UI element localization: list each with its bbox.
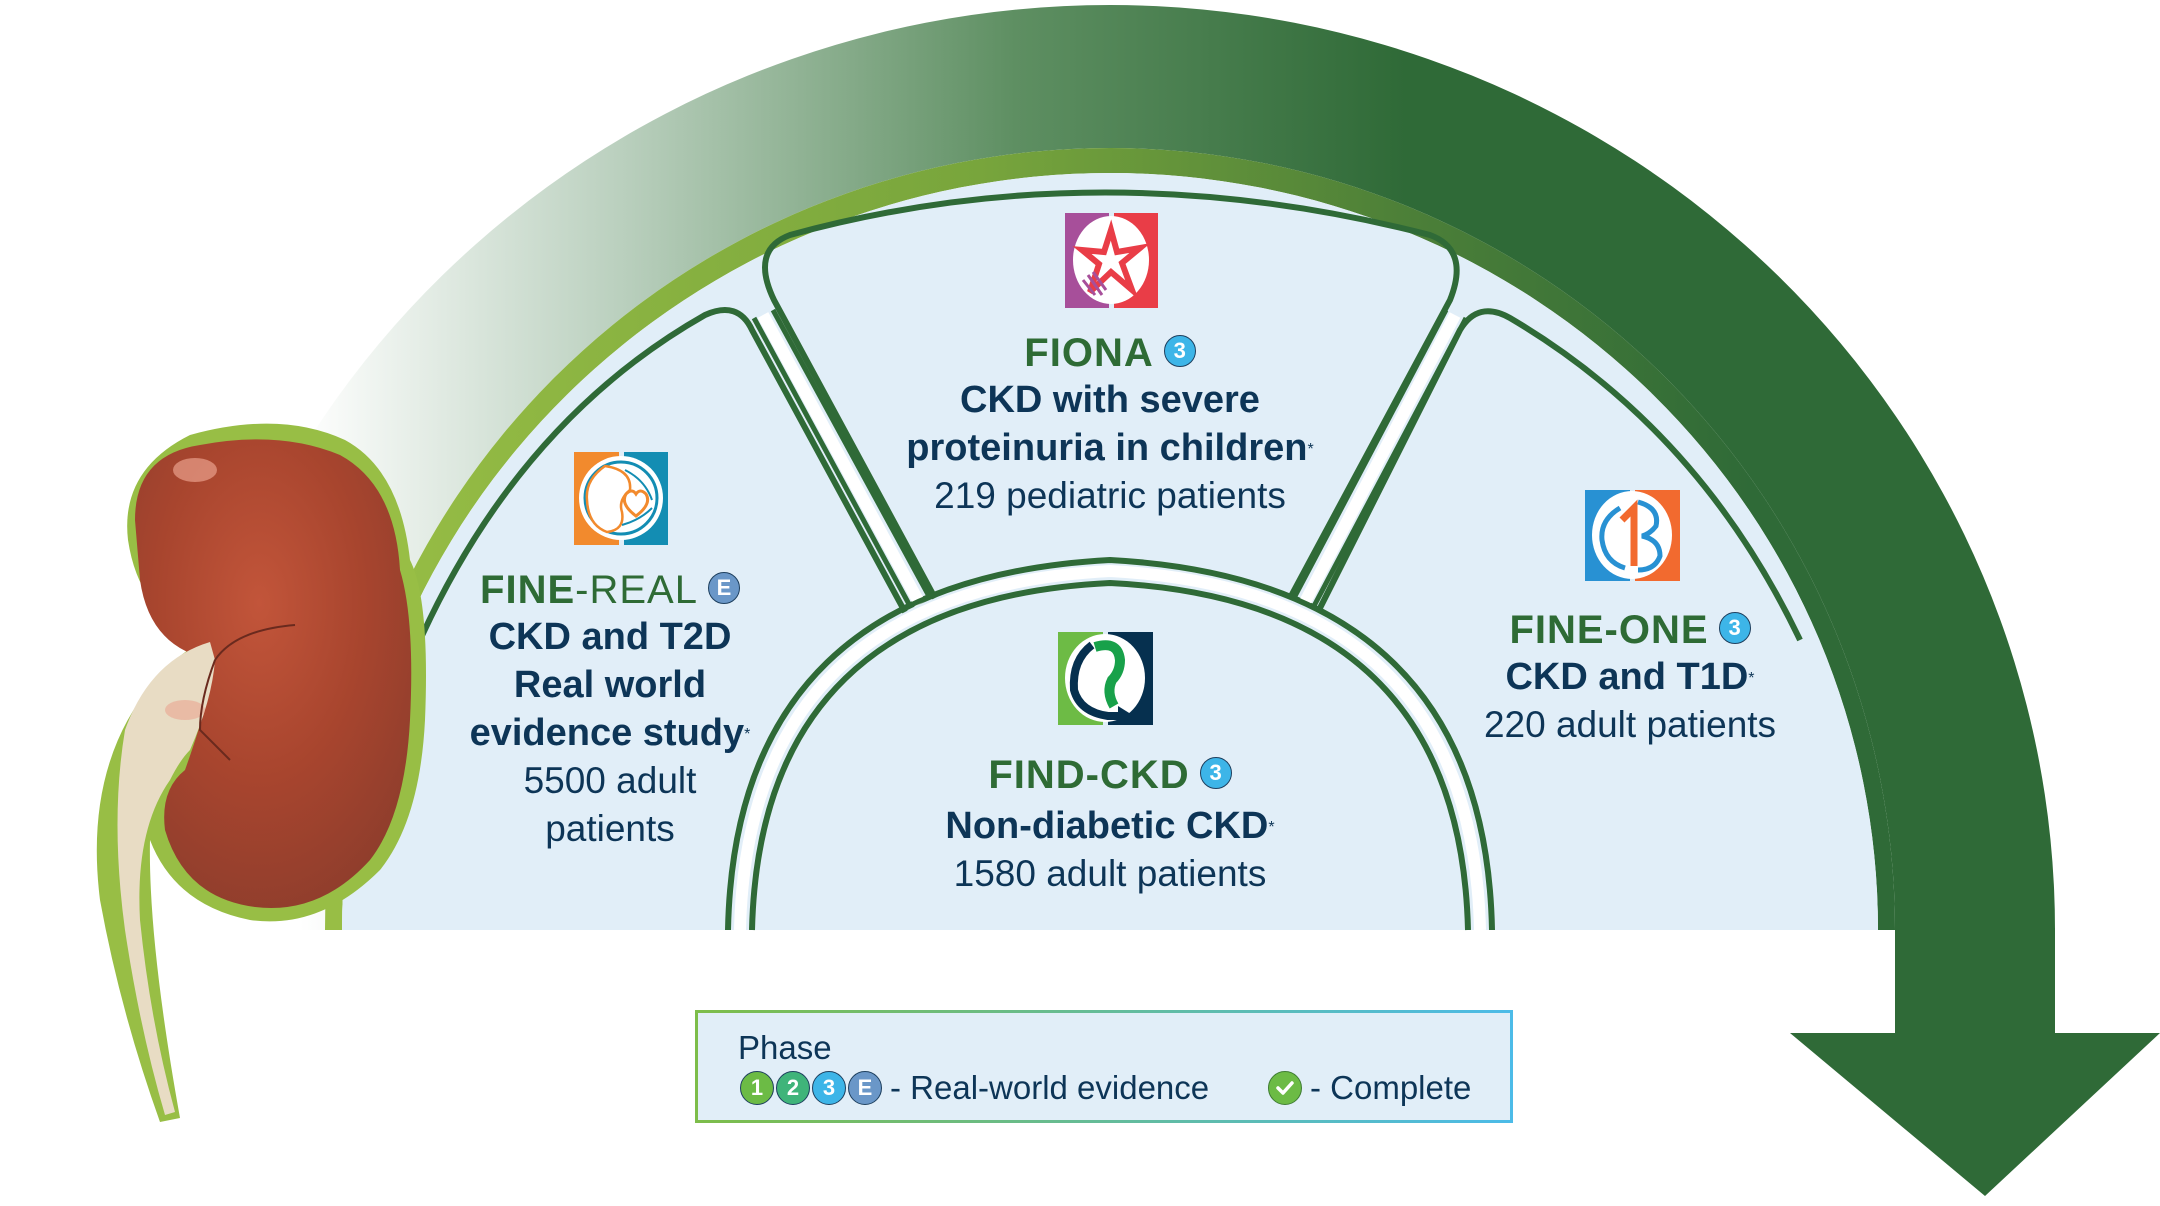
- phase-1-badge: 1: [740, 1071, 774, 1105]
- arrow-head: [1790, 928, 2160, 1196]
- phase-3-badge: 3: [1199, 757, 1232, 790]
- tile-gutters: [734, 312, 1486, 931]
- legend-complete-row: - Complete: [1268, 1069, 1471, 1107]
- find-ckd-kidney-arrow-logo: [1058, 632, 1153, 725]
- phase-3-badge: 3: [1163, 335, 1196, 368]
- phase-e-badge: E: [848, 1071, 882, 1105]
- fiona-star-logo: [1065, 213, 1158, 308]
- study-indication: CKD and T2D: [488, 616, 732, 658]
- legend-phase-description: - Real-world evidence: [890, 1069, 1210, 1106]
- study-patient-count-cont: patients: [545, 808, 675, 849]
- legend-title: Phase: [738, 1029, 832, 1066]
- checkmark-icon: [1268, 1071, 1302, 1105]
- study-patient-count: 220 adult patients: [1483, 704, 1777, 745]
- study-indication-cont: Real world: [513, 664, 707, 706]
- phase-legend: Phase 1 2 3 E - Real-world evidence - Co…: [695, 1010, 1513, 1123]
- progress-arrow-band: [165, 5, 2055, 930]
- legend-complete-description: - Complete: [1310, 1069, 1472, 1106]
- phase-3-badge: 3: [1718, 612, 1751, 645]
- study-indication-cont: proteinuria in children*: [906, 427, 1314, 469]
- phase-e-badge: E: [707, 572, 740, 605]
- study-indication: Non-diabetic CKD*: [945, 805, 1275, 847]
- study-indication: CKD and T1D*: [1505, 656, 1755, 698]
- study-patient-count: 219 pediatric patients: [934, 475, 1286, 516]
- fine-real-globe-heart-logo: [574, 452, 668, 545]
- study-indication-cont2: evidence study*: [469, 712, 751, 754]
- fine-one-numeral-logo: [1585, 490, 1680, 581]
- study-indication: CKD with severe: [960, 379, 1260, 421]
- legend-phase-row: 1 2 3 E - Real-world evidence: [740, 1069, 1209, 1107]
- study-patient-count: 5500 adult: [523, 760, 697, 801]
- phase-3-badge: 3: [812, 1071, 846, 1105]
- study-patient-count: 1580 adult patients: [953, 853, 1267, 894]
- kidney-illustration: [96, 423, 427, 1122]
- phase-2-badge: 2: [776, 1071, 810, 1105]
